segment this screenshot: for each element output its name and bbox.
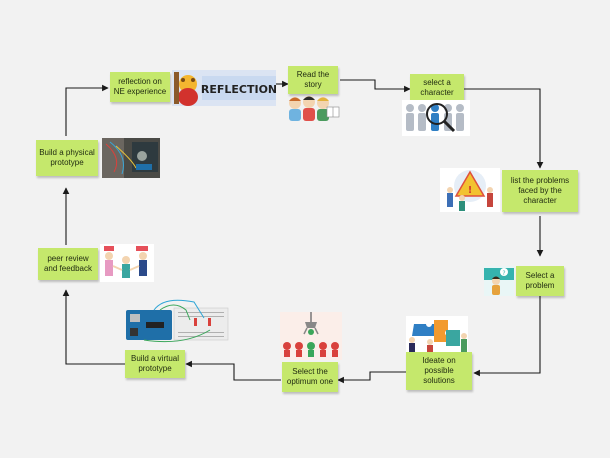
arrow-select-problem-to-ideate bbox=[473, 296, 541, 377]
step-select-problem-label: Select a problem bbox=[525, 271, 555, 290]
reflection-banner-icon: REFLECTION bbox=[172, 70, 276, 106]
arrow-virtual-to-peer bbox=[62, 289, 125, 365]
svg-text:?: ? bbox=[502, 270, 505, 277]
step-ideate[interactable]: Ideate on possible solutions bbox=[406, 352, 472, 390]
step-select-optimum-label: Select the optimum one bbox=[286, 367, 334, 386]
step-reflection-label: reflection on NE experience bbox=[113, 77, 167, 96]
problem-people-icon: ! bbox=[440, 168, 500, 212]
reflection-banner-text: REFLECTION bbox=[201, 83, 276, 96]
step-virtual-prototype[interactable]: Build a virtual prototype bbox=[125, 350, 185, 378]
step-reflection[interactable]: reflection on NE experience bbox=[110, 72, 170, 102]
arrow-optimum-to-virtual bbox=[185, 360, 281, 381]
arrow-select-character-to-list bbox=[464, 88, 544, 169]
step-ideate-label: Ideate on possible solutions bbox=[422, 356, 456, 385]
person-magnifier-icon bbox=[402, 100, 470, 136]
puzzle-team-icon bbox=[406, 316, 468, 352]
step-select-problem[interactable]: Select a problem bbox=[516, 266, 564, 296]
arrow-ideate-to-optimum bbox=[337, 371, 406, 384]
step-read-story[interactable]: Read the story bbox=[288, 66, 338, 94]
step-select-character[interactable]: select a character bbox=[410, 74, 464, 102]
step-select-character-label: select a character bbox=[420, 78, 454, 97]
question-person-icon: ? bbox=[484, 266, 514, 296]
step-virtual-prototype-label: Build a virtual prototype bbox=[130, 354, 180, 373]
physical-prototype-photo-icon bbox=[102, 138, 160, 178]
peer-review-people-icon bbox=[100, 244, 154, 282]
arduino-board-icon bbox=[124, 296, 230, 344]
step-physical-prototype-label: Build a physical prototype bbox=[39, 148, 95, 167]
arrow-read-to-select-character bbox=[340, 79, 411, 93]
step-physical-prototype[interactable]: Build a physical prototype bbox=[36, 140, 98, 176]
step-peer-review-label: peer review and feedback bbox=[43, 254, 93, 273]
step-list-problems-label: list the problems faced by the character bbox=[510, 176, 570, 205]
step-list-problems[interactable]: list the problems faced by the character bbox=[502, 170, 578, 212]
step-peer-review[interactable]: peer review and feedback bbox=[38, 248, 98, 280]
step-read-story-label: Read the story bbox=[296, 70, 330, 89]
step-select-optimum[interactable]: Select the optimum one bbox=[282, 362, 338, 392]
selection-claw-icon bbox=[280, 312, 342, 360]
svg-text:!: ! bbox=[468, 185, 473, 196]
arrow-physical-to-reflection bbox=[65, 84, 109, 136]
kids-reading-icon bbox=[287, 94, 341, 122]
